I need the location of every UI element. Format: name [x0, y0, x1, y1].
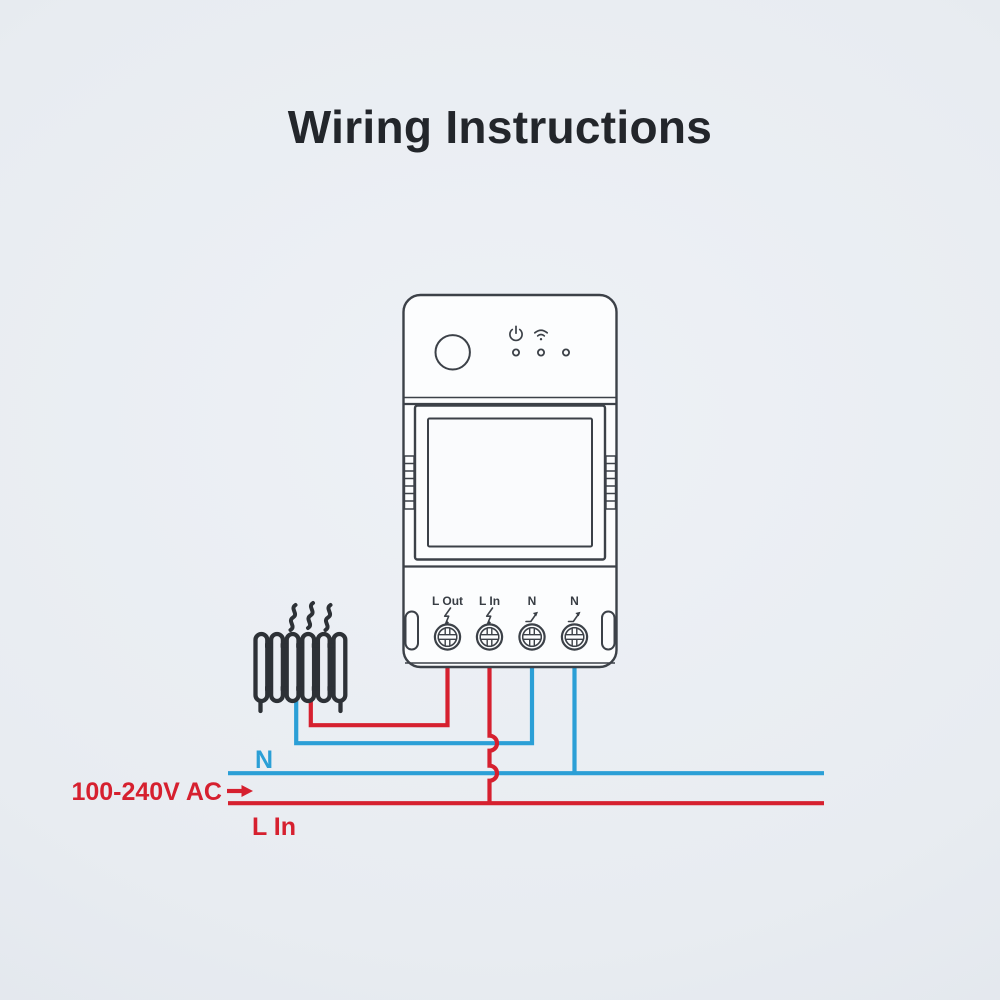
arrow-right-icon — [227, 785, 253, 797]
screw-icon — [475, 623, 504, 651]
neutral-arrow-icon — [525, 611, 538, 623]
terminal-label-n1: N — [528, 594, 537, 608]
live-out-wire — [308, 666, 450, 728]
screw-icon — [560, 623, 589, 651]
led-indicator-1 — [512, 348, 521, 357]
neutral-arrow-icon — [567, 611, 581, 623]
terminal-label-l-in: L In — [479, 594, 500, 608]
neutral-heater-wire — [294, 666, 535, 746]
screen-display — [427, 417, 593, 548]
screen-frame — [413, 404, 607, 561]
page-title: Wiring Instructions — [287, 101, 713, 153]
terminal-label-n2: N — [570, 594, 579, 608]
steam-icon — [288, 601, 333, 632]
notch-left — [404, 610, 419, 651]
wifi-icon — [533, 329, 549, 341]
led-indicator-2 — [537, 348, 546, 357]
screw-icon — [518, 623, 546, 651]
supply-voltage-label: 100-240V AC — [71, 778, 222, 806]
screw-icon — [433, 623, 462, 651]
live-in-label: L In — [252, 813, 296, 841]
device-button — [434, 334, 471, 371]
wiring-lines — [228, 666, 824, 806]
led-indicator-3 — [562, 348, 571, 357]
notch-right — [601, 610, 616, 651]
mounting-clip-left — [403, 455, 415, 510]
live-in-supply-wire — [487, 666, 500, 804]
mounting-clip-right — [605, 455, 617, 510]
neutral-bus-label: N — [255, 746, 274, 774]
radiator-heater-icon — [253, 601, 348, 714]
smart-switch-device: L Out L In N N — [402, 293, 618, 669]
power-icon — [509, 325, 523, 342]
terminal-label-l-out: L Out — [432, 594, 463, 608]
